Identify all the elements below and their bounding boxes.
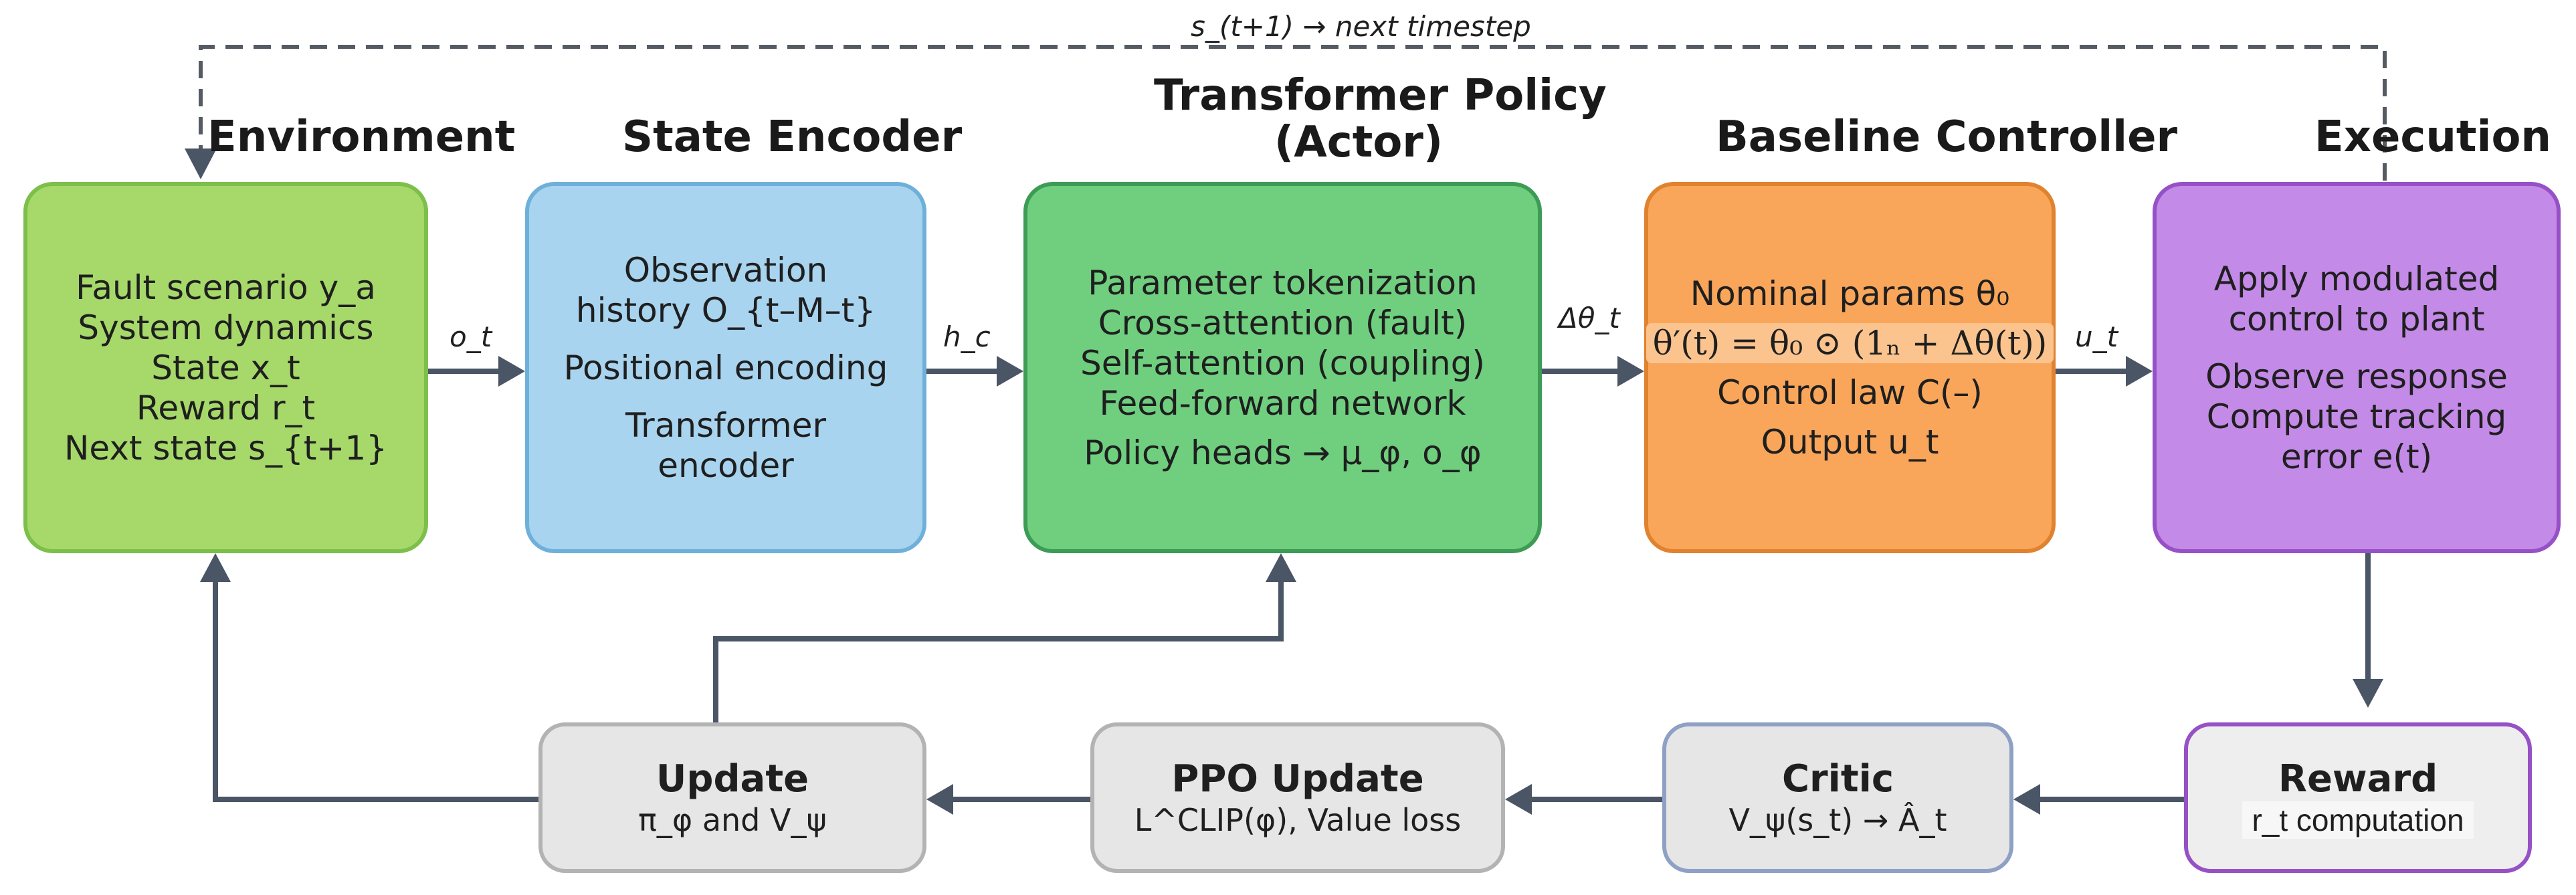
- update-title: Update: [656, 757, 809, 801]
- transformer-policy-box: Parameter tokenization Cross-attention (…: [1023, 182, 1542, 553]
- arrowhead-encoder-to-actor: [997, 356, 1023, 387]
- arrowhead-update-to-environment: [200, 553, 231, 582]
- critic-box: Critic V_ψ(s_t) → Â_t: [1662, 722, 2013, 873]
- arrowhead-update-to-actor: [1266, 553, 1296, 582]
- arrowhead-execution-to-reward: [2353, 679, 2383, 708]
- ppo-update-subtitle: L^CLIP(φ), Value loss: [1134, 801, 1462, 838]
- execution-box: Apply modulated control to plant Observe…: [2153, 182, 2561, 553]
- heading-state-encoder: State Encoder: [622, 112, 963, 162]
- encoder-line: Observation: [623, 250, 828, 290]
- arrowhead-ppo-to-update: [926, 784, 953, 815]
- actor-line: Parameter tokenization: [1088, 263, 1478, 302]
- arrowhead-baseline-to-execution: [2126, 356, 2153, 387]
- feedback-label: s_(t+1) → next timestep: [1191, 10, 1531, 43]
- critic-subtitle: V_ψ(s_t) → Â_t: [1728, 801, 1947, 838]
- environment-box: Fault scenario y_a System dynamics State…: [23, 182, 428, 553]
- actor-line: Cross-attention (fault): [1098, 303, 1468, 342]
- actor-line: Feed-forward network: [1099, 383, 1466, 423]
- baseline-formula: θ′(t) = θ₀ ⊙ (1ₙ + Δθ(t)): [1646, 322, 2054, 363]
- environment-line: State x_t: [151, 348, 300, 387]
- execution-line: Compute tracking: [2206, 397, 2507, 436]
- update-box: Update π_φ and V_ψ: [538, 722, 926, 873]
- arrowhead-env-to-encoder: [498, 356, 525, 387]
- execution-line: error e(t): [2280, 437, 2433, 476]
- reward-subtitle: r_t computation: [2242, 801, 2474, 839]
- ppo-update-title: PPO Update: [1171, 757, 1424, 801]
- baseline-line: Output u_t: [1761, 422, 1939, 462]
- execution-line: Apply modulated: [2213, 259, 2500, 298]
- environment-line: Fault scenario y_a: [76, 268, 376, 307]
- edge-label-o-t: o_t: [450, 320, 492, 353]
- actor-line: Policy heads → μ_φ, o_φ: [1084, 433, 1482, 472]
- critic-title: Critic: [1781, 757, 1894, 801]
- baseline-line: Control law C(–): [1717, 373, 1983, 412]
- heading-execution: Execution: [2314, 112, 2551, 162]
- environment-line: System dynamics: [78, 308, 374, 347]
- actor-line: Self-attention (coupling): [1080, 343, 1485, 383]
- arrowhead-critic-to-ppo: [1505, 784, 1532, 815]
- arrow-update-to-environment: [213, 582, 538, 802]
- environment-line: Next state s_{t+1}: [64, 428, 387, 468]
- environment-line: Reward r_t: [136, 388, 316, 427]
- feedback-arrowhead: [185, 148, 217, 179]
- heading-baseline-controller: Baseline Controller: [1716, 112, 2178, 162]
- heading-actor-line2: (Actor): [1274, 118, 1444, 167]
- heading-environment: Environment: [207, 112, 516, 162]
- reward-box: Reward r_t computation: [2184, 722, 2532, 873]
- arrow-update-to-actor: [713, 582, 1284, 722]
- encoder-line: history O_{t–M–t}: [575, 290, 876, 330]
- execution-line: control to plant: [2228, 299, 2485, 338]
- encoder-line: Transformer: [625, 405, 827, 445]
- arrowhead-actor-to-baseline: [1617, 356, 1644, 387]
- update-subtitle: π_φ and V_ψ: [638, 801, 827, 838]
- execution-line: Observe response: [2205, 357, 2508, 396]
- ppo-update-box: PPO Update L^CLIP(φ), Value loss: [1090, 722, 1505, 873]
- baseline-line: Nominal params θ₀: [1690, 274, 2010, 313]
- reward-title: Reward: [2278, 757, 2438, 801]
- arrowhead-reward-to-critic: [2013, 784, 2040, 815]
- state-encoder-box: Observation history O_{t–M–t} Positional…: [525, 182, 926, 553]
- edge-label-h-c: h_c: [943, 320, 991, 353]
- encoder-line: encoder: [658, 445, 794, 485]
- edge-label-u-t: u_t: [2075, 320, 2118, 353]
- feedback-dashed-line: [199, 45, 2387, 181]
- encoder-line: Positional encoding: [563, 348, 888, 387]
- baseline-controller-box: Nominal params θ₀ θ′(t) = θ₀ ⊙ (1ₙ + Δθ(…: [1644, 182, 2056, 553]
- edge-label-delta-theta: Δθ_t: [1559, 302, 1620, 334]
- heading-actor-line1: Transformer Policy: [1154, 71, 1607, 120]
